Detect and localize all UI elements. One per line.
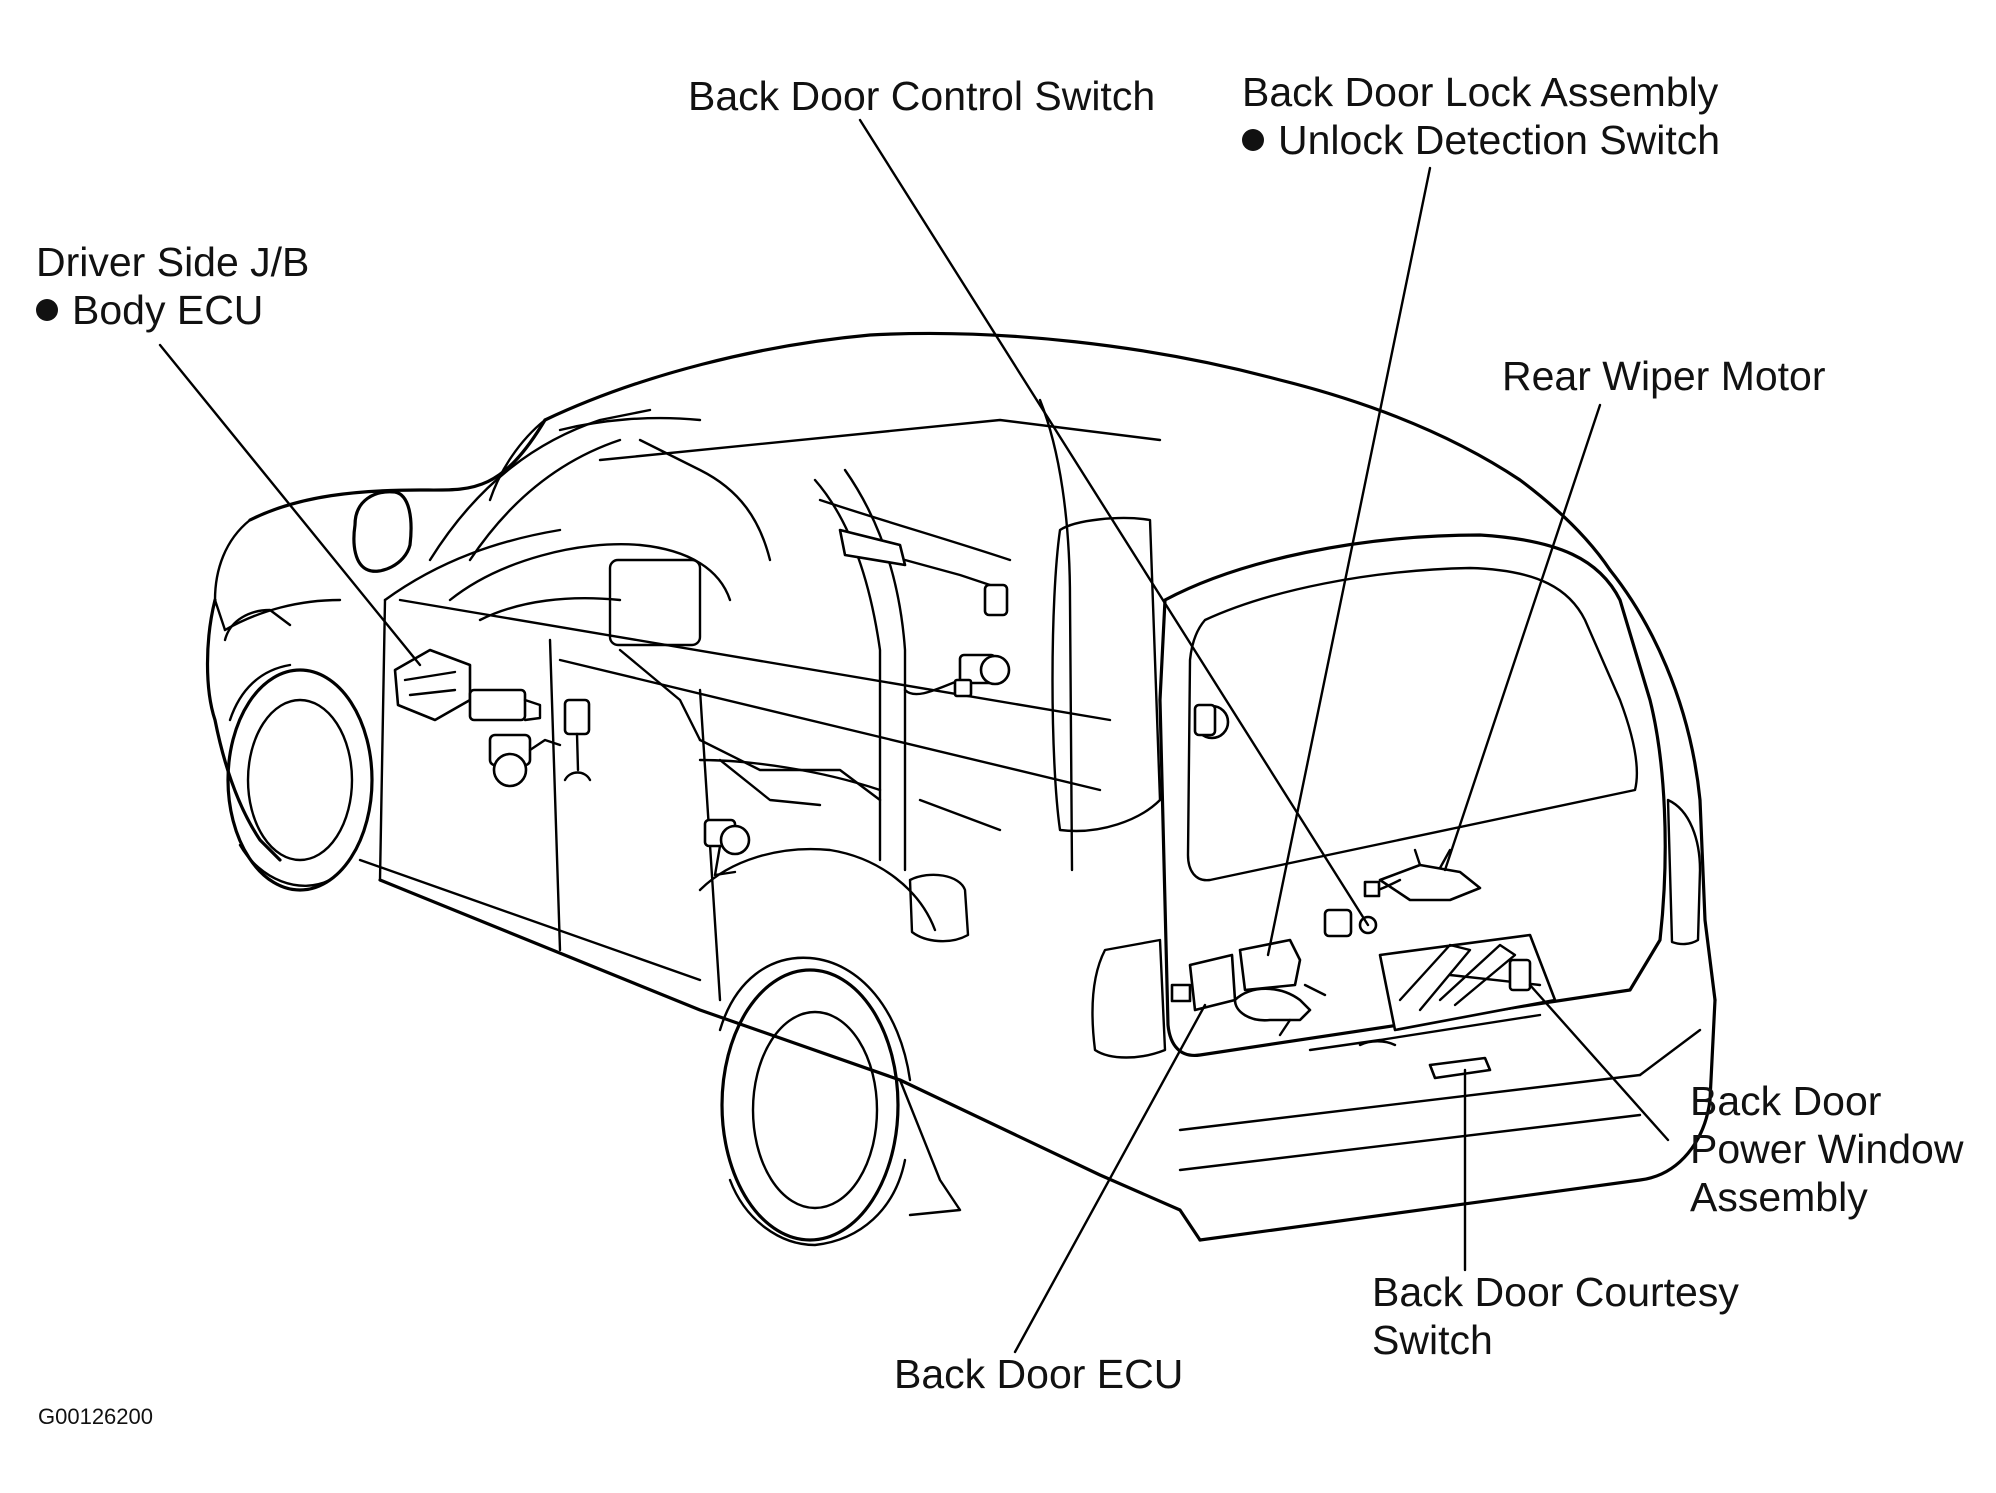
label-back-door-lock-assembly: Back Door Lock Assembly — [1242, 69, 1719, 115]
leader-back-door-power-window — [1528, 983, 1670, 1142]
component-front-window-motor — [488, 733, 562, 788]
component-rear-door-switch — [838, 528, 1009, 617]
label-back-door-control-switch: Back Door Control Switch — [688, 73, 1156, 119]
label-back-door-power-window-2: Power Window — [1690, 1126, 1964, 1172]
component-rear-wiper-motor — [1363, 848, 1482, 902]
label-back-door-courtesy-switch-1: Back Door Courtesy — [1372, 1269, 1739, 1315]
vehicle-body — [205, 331, 1717, 1247]
label-back-door-ecu: Back Door ECU — [894, 1351, 1184, 1397]
figure-id: G00126200 — [38, 1404, 153, 1429]
leader-back-door-lock-assembly — [1266, 166, 1432, 957]
bullet-icon — [1242, 129, 1264, 151]
label-back-door-power-window-1: Back Door — [1690, 1078, 1882, 1124]
bullet-icon — [36, 299, 58, 321]
label-unlock-detection-switch-row: Unlock Detection Switch — [1242, 116, 1720, 164]
label-body-ecu-row: Body ECU — [36, 286, 263, 334]
leader-body-ecu — [158, 343, 422, 667]
label-driver-side-jb: Driver Side J/B — [36, 239, 310, 285]
leader-back-door-ecu — [1013, 1003, 1207, 1354]
leader-back-door-control-switch — [858, 118, 1370, 927]
component-rear-door-motor — [703, 818, 751, 877]
leader-rear-wiper-motor — [1443, 403, 1602, 872]
component-front-door-lock — [563, 698, 592, 782]
component-back-door-control-switch — [1323, 908, 1378, 938]
component-back-door-lock-assembly — [1233, 938, 1327, 1037]
component-quarter-motor — [1193, 703, 1230, 740]
label-back-door-courtesy-switch-2: Switch — [1372, 1317, 1493, 1363]
component-back-door-ecu — [1170, 953, 1237, 1012]
label-back-door-power-window-3: Assembly — [1690, 1174, 1868, 1220]
component-back-door-power-window — [1308, 933, 1557, 1052]
leader-lines — [158, 118, 1670, 1354]
component-back-door-courtesy-switch — [1428, 1056, 1492, 1080]
label-unlock-detection-switch: Unlock Detection Switch — [1278, 117, 1721, 163]
label-rear-wiper-motor: Rear Wiper Motor — [1502, 353, 1826, 399]
label-body-ecu: Body ECU — [72, 287, 264, 333]
component-body-ecu — [393, 648, 542, 722]
component-rear-door-lock — [903, 653, 1011, 698]
